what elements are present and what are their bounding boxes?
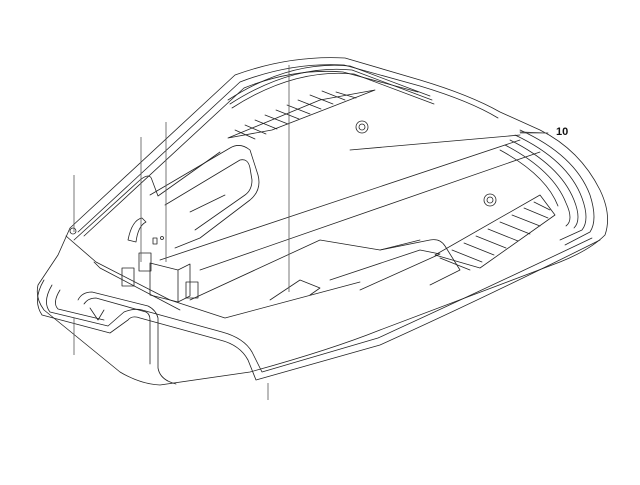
clip-right (185, 281, 199, 299)
shell-outline (36, 57, 608, 386)
callout-label-10: 10 (556, 126, 569, 138)
front-skirt (37, 239, 601, 381)
clip-mid (138, 252, 152, 272)
clip-left (121, 267, 135, 287)
bolt-hole-top (355, 120, 369, 134)
bolt-hole-right (483, 193, 497, 207)
arc-bracket (127, 217, 147, 243)
vent-slots-right (434, 194, 556, 271)
